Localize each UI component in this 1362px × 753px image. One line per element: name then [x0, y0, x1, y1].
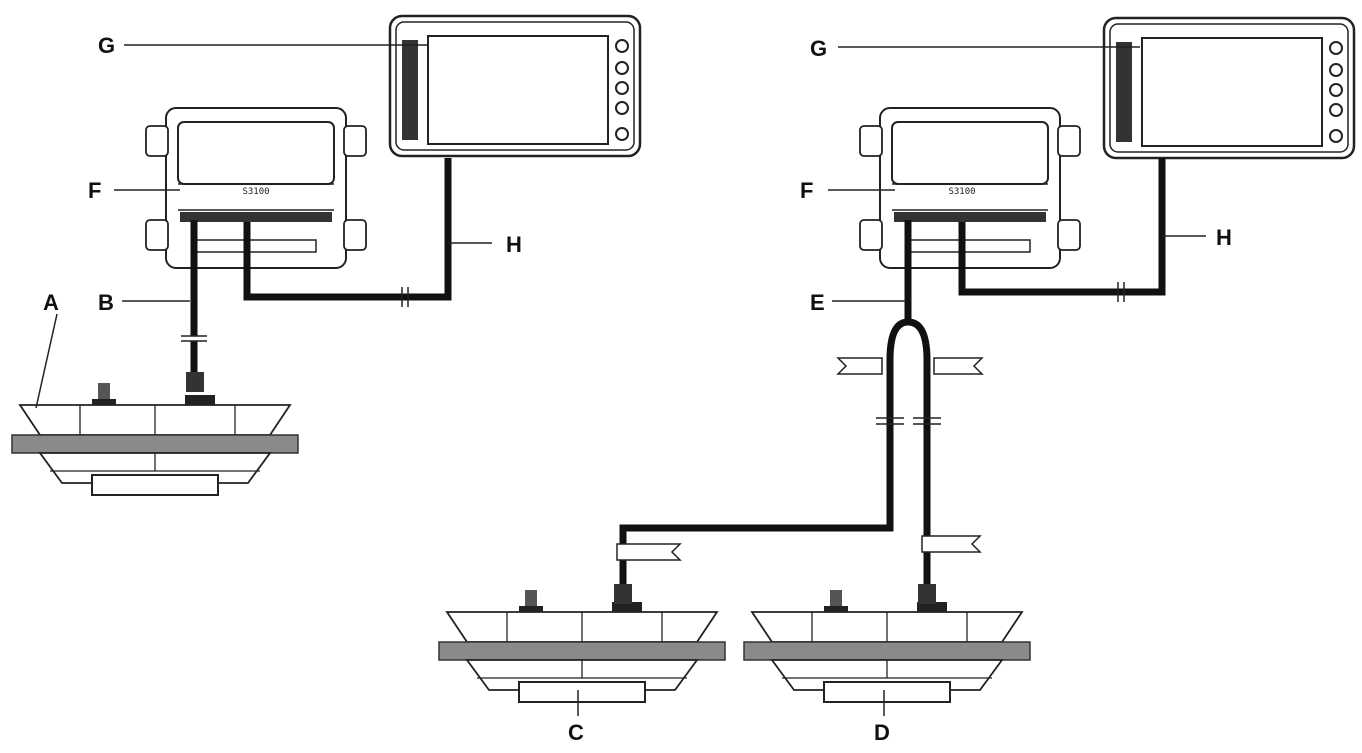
- right-setup: S3100 G F E H: [438, 16, 1356, 745]
- callout-b: B: [98, 290, 114, 315]
- right-cable-h: [958, 158, 1166, 296]
- transducer-d: [743, 589, 1031, 703]
- left-transducer: [11, 382, 299, 496]
- cable-to-c: [619, 360, 894, 598]
- callout-h-left: H: [506, 232, 522, 257]
- transducer-c: [438, 589, 726, 703]
- callout-f-left: F: [88, 178, 101, 203]
- right-display-unit: [1102, 16, 1356, 160]
- callout-d: D: [874, 720, 890, 745]
- right-module-label: S3100: [948, 187, 975, 197]
- callout-f-right: F: [800, 178, 813, 203]
- left-module-label: S3100: [242, 187, 269, 197]
- callout-g-left: G: [98, 33, 115, 58]
- callout-a: A: [43, 290, 59, 315]
- callout-g-right: G: [810, 36, 827, 61]
- callout-e: E: [810, 290, 825, 315]
- callout-c: C: [568, 720, 584, 745]
- left-display-unit: [388, 14, 642, 158]
- left-cable-h: [243, 158, 452, 301]
- callout-h-right: H: [1216, 225, 1232, 250]
- left-setup: S3100 G F A B H: [11, 14, 642, 496]
